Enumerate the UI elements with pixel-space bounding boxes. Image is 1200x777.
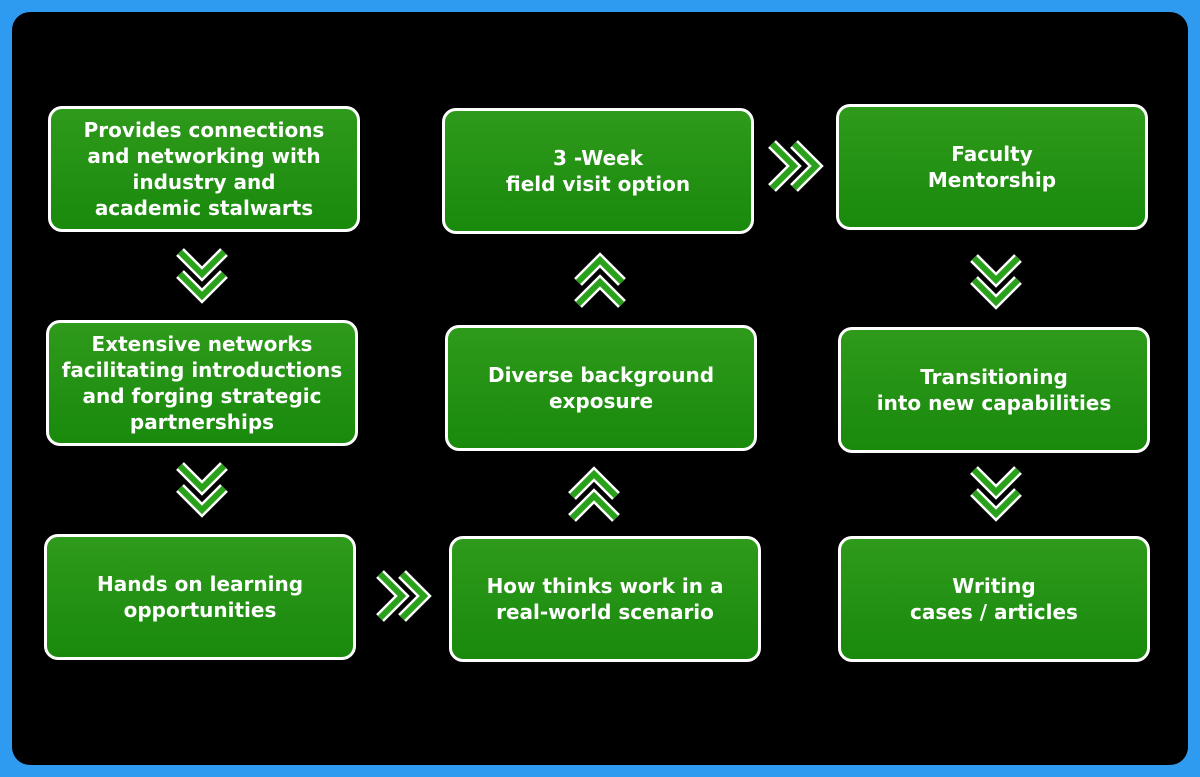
- double-chevron-down-icon: [970, 466, 1022, 522]
- double-chevron-right-icon: [768, 140, 824, 192]
- node-real-world: How thinks work in a real-world scenario: [449, 536, 761, 662]
- double-chevron-down-icon: [176, 248, 228, 304]
- node-transitioning: Transitioning into new capabilities: [838, 327, 1150, 453]
- double-chevron-right-icon: [376, 570, 432, 622]
- node-hands-on-learning-label: Hands on learning opportunities: [96, 572, 304, 622]
- node-diverse-background: Diverse background exposure: [445, 325, 757, 451]
- node-faculty-mentorship-label: Faculty Mentorship: [927, 142, 1057, 192]
- double-chevron-down-icon: [176, 462, 228, 518]
- node-field-visit: 3 -Week field visit option: [442, 108, 754, 234]
- node-writing-label: Writing cases / articles: [910, 574, 1078, 624]
- node-connections-label: Provides connections and networking with…: [83, 118, 325, 220]
- double-chevron-up-icon: [568, 466, 620, 522]
- double-chevron-up-icon: [574, 252, 626, 308]
- node-hands-on-learning: Hands on learning opportunities: [44, 534, 356, 660]
- node-extensive-networks: Extensive networks facilitating introduc…: [46, 320, 358, 446]
- node-diverse-background-label: Diverse background exposure: [487, 363, 715, 413]
- node-field-visit-label: 3 -Week field visit option: [505, 146, 691, 196]
- node-real-world-label: How thinks work in a real-world scenario: [486, 574, 724, 624]
- node-extensive-networks-label: Extensive networks facilitating introduc…: [61, 332, 343, 434]
- node-connections: Provides connections and networking with…: [48, 106, 360, 232]
- node-transitioning-label: Transitioning into new capabilities: [876, 365, 1112, 415]
- double-chevron-down-icon: [970, 254, 1022, 310]
- node-faculty-mentorship: Faculty Mentorship: [836, 104, 1148, 230]
- node-writing: Writing cases / articles: [838, 536, 1150, 662]
